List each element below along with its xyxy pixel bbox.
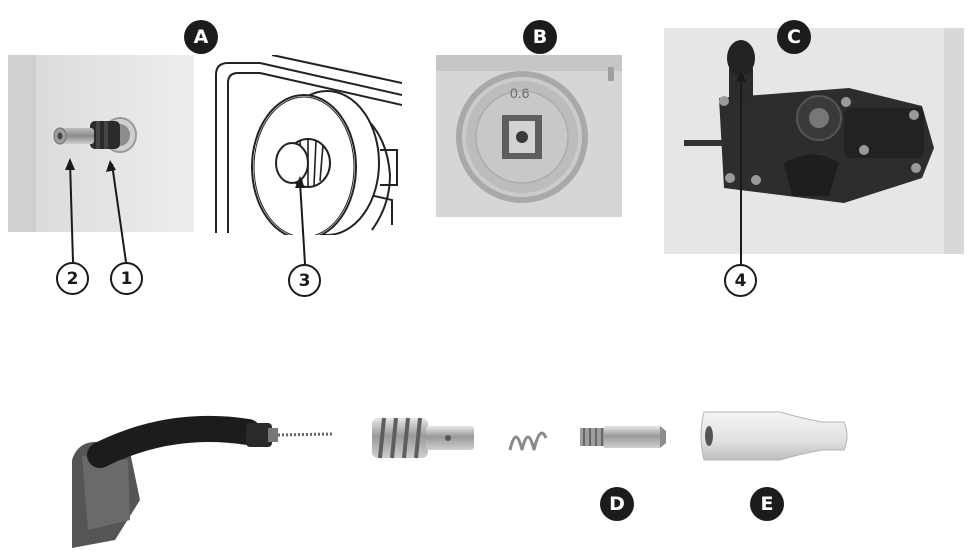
spool-size-marking: 0.6 [510,85,530,101]
torch-handle [72,441,140,548]
callout-3: 3 [288,264,321,297]
gun-connector-illustration [8,55,194,232]
callout-1: 1 [110,262,143,295]
wire-feeder-illustration [664,28,964,254]
nozzle-spring [508,431,548,451]
drawing-spool-holder [212,55,402,235]
callout-4: 4 [724,264,757,297]
spool-holder-illustration [215,55,402,235]
badge-a: A [184,20,218,54]
badge-d: D [600,487,634,521]
torch-neck [87,415,261,468]
badge-b: B [523,20,557,54]
photo-wire-feeder [664,28,964,254]
gas-nozzle [700,411,848,461]
contact-tip [580,426,666,448]
badge-c: C [777,20,811,54]
drive-roll-illustration [436,55,622,217]
gas-diffuser [372,417,474,459]
photo-gun-connector [8,55,194,232]
torch-neck-tip [246,423,272,447]
callout-2: 2 [56,262,89,295]
photo-drive-roll: 0.6 [436,55,622,217]
badge-e: E [750,487,784,521]
welding-wire [277,432,333,437]
